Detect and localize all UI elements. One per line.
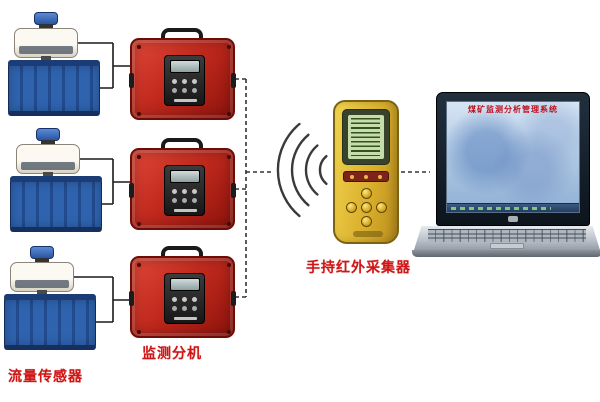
flow-sensor-2 <box>10 128 110 236</box>
sensor-tank <box>8 60 100 116</box>
software-title: 煤矿监测分析管理系统 <box>468 105 558 114</box>
monitor-unit-2 <box>129 138 236 230</box>
monitor-unit-3 <box>129 246 236 338</box>
sensor-neck <box>39 24 53 29</box>
laptop-computer: 煤矿监测分析管理系统 <box>412 92 600 260</box>
label-flow-sensor: 流量传感器 <box>8 369 83 385</box>
flow-sensor-3 <box>4 246 104 354</box>
box-buttons <box>170 187 200 207</box>
monitor-unit-1 <box>129 28 236 120</box>
box-corner-screws <box>137 263 141 267</box>
laptop-display: 煤矿监测分析管理系统 <box>446 101 580 213</box>
box-clasp-left <box>129 183 134 198</box>
box-case <box>129 256 236 338</box>
label-monitor-unit: 监测分机 <box>142 346 202 362</box>
box-display <box>170 278 200 291</box>
keypad-right-button <box>376 202 387 213</box>
handheld-keypad <box>346 188 388 228</box>
sensor-stem <box>37 290 47 296</box>
sensor-tank <box>10 176 102 232</box>
box-case <box>129 38 236 120</box>
box-case <box>129 148 236 230</box>
wireless-signal-arcs-icon <box>276 122 328 218</box>
keypad-left-button <box>346 202 357 213</box>
laptop-base <box>414 226 600 250</box>
box-buttons <box>170 77 200 97</box>
flow-sensor-1 <box>8 12 108 120</box>
box-control-panel <box>164 55 205 106</box>
handheld-function-buttons <box>343 171 389 182</box>
box-handle <box>161 246 203 262</box>
box-control-panel <box>164 165 205 216</box>
sensor-tank <box>4 294 96 350</box>
box-corner-screws <box>137 155 141 159</box>
laptop-screen-bezel: 煤矿监测分析管理系统 <box>436 92 590 226</box>
box-display <box>170 170 200 183</box>
box-buttons <box>170 295 200 315</box>
box-clasp-left <box>129 73 134 88</box>
keypad-up-button <box>361 188 372 199</box>
keypad-down-button <box>361 216 372 227</box>
handheld-collector <box>333 100 399 244</box>
sensor-stem <box>41 56 51 62</box>
laptop-keyboard <box>428 229 586 242</box>
laptop-taskbar <box>447 203 579 212</box>
box-handle <box>161 28 203 44</box>
keypad-ok-button <box>361 202 372 213</box>
box-clasp-right <box>231 183 236 198</box>
box-display <box>170 60 200 73</box>
handheld-lcd-bezel <box>342 109 390 165</box>
laptop-front-edge <box>412 250 600 257</box>
sensor-transmitter <box>14 28 78 58</box>
label-handheld-collector: 手持红外采集器 <box>306 260 411 276</box>
box-clasp-right <box>231 73 236 88</box>
box-control-panel <box>164 273 205 324</box>
handheld-lcd-screen <box>348 115 384 159</box>
sensor-stem <box>43 172 53 178</box>
box-clasp-left <box>129 291 134 306</box>
sensor-transmitter <box>16 144 80 174</box>
box-handle <box>161 138 203 154</box>
laptop-touchpad <box>490 243 524 249</box>
sensor-neck <box>35 258 49 263</box>
box-corner-screws <box>137 45 141 49</box>
sensor-neck <box>41 140 55 145</box>
sensor-transmitter <box>10 262 74 292</box>
box-clasp-right <box>231 291 236 306</box>
handheld-ir-port <box>353 231 383 237</box>
laptop-logo <box>508 216 518 222</box>
